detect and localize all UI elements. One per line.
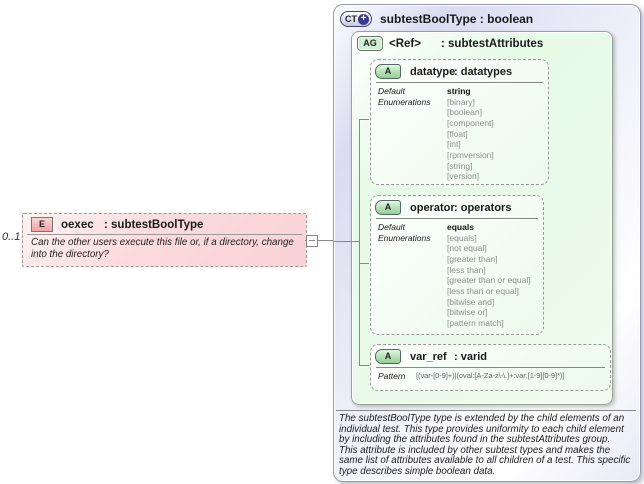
default-value: string bbox=[447, 86, 471, 96]
complextype-header: CT+ subtestBoolType : boolean bbox=[340, 11, 533, 27]
enum-item: [equals] bbox=[447, 232, 477, 243]
attribute-group-name: <Ref> bbox=[389, 37, 421, 50]
cardinality-label: 0..1 bbox=[2, 231, 21, 243]
pattern-label: Pattern bbox=[378, 371, 406, 381]
enum-item: [not equal] bbox=[447, 243, 487, 254]
enum-item: [pattern match] bbox=[447, 317, 504, 328]
element-badge-icon: E bbox=[31, 217, 53, 232]
tree-line bbox=[359, 263, 369, 264]
pattern-value: [(var-[0-9]+)|(oval:[A-Za-z\-\.]+:var:[1… bbox=[416, 371, 565, 380]
attribute-type: : operators bbox=[454, 201, 512, 214]
annotation-divider bbox=[336, 410, 636, 411]
attribute-group-badge-icon: AG bbox=[357, 36, 383, 51]
complextype-title: subtestBoolType : boolean bbox=[380, 12, 534, 26]
enum-item: [binary] bbox=[447, 96, 475, 107]
attribute-datatype-header: A datatype : datatypes bbox=[371, 60, 548, 79]
attribute-var-ref[interactable]: A var_ref : varid Pattern [(var-[0-9]+)|… bbox=[370, 344, 611, 391]
attribute-divider bbox=[376, 82, 543, 83]
attribute-group-header: AG <Ref> : subtestAttributes bbox=[352, 32, 612, 51]
enum-item: [less than] bbox=[447, 264, 486, 275]
attribute-divider bbox=[376, 367, 605, 368]
element-name: oexec bbox=[61, 218, 94, 231]
enumerations-label: Enumerations bbox=[378, 232, 431, 243]
default-label: Default bbox=[378, 86, 405, 96]
enumeration-values: [binary][boolean][component][float][int]… bbox=[447, 97, 544, 182]
collapse-handle[interactable] bbox=[306, 235, 318, 247]
tree-line bbox=[359, 119, 369, 120]
enum-item: [less than or equal] bbox=[447, 285, 519, 296]
tree-line bbox=[359, 119, 360, 366]
attribute-badge-icon: A bbox=[375, 64, 401, 79]
attribute-group-type: : subtestAttributes bbox=[441, 37, 544, 50]
enumerations-label: Enumerations bbox=[378, 96, 431, 107]
element-type: : subtestBoolType bbox=[104, 218, 204, 231]
attribute-varref-header: A var_ref : varid bbox=[371, 345, 610, 364]
enum-item: [rpmversion] bbox=[447, 149, 494, 160]
enum-item: [bitwise and] bbox=[447, 296, 495, 307]
attribute-datatype[interactable]: A datatype : datatypes Default string En… bbox=[370, 59, 549, 185]
expand-plus-icon[interactable]: + bbox=[358, 13, 369, 25]
attribute-type: : varid bbox=[454, 350, 488, 363]
enum-item: [bitwise or] bbox=[447, 307, 488, 318]
tree-line bbox=[359, 365, 369, 366]
minus-icon bbox=[309, 240, 315, 241]
attribute-operator-header: A operator : operators bbox=[371, 196, 543, 215]
default-value: equals bbox=[447, 222, 474, 232]
complextype-annotation: The subtestBoolType type is extended by … bbox=[339, 413, 631, 477]
enum-item: [component] bbox=[447, 117, 494, 128]
enumeration-values: [equals][not equal][greater than][less t… bbox=[447, 233, 539, 329]
enum-item: [greater than] bbox=[447, 253, 498, 264]
default-label: Default bbox=[378, 222, 405, 232]
enum-item: [greater than or equal] bbox=[447, 275, 531, 286]
complextype-badge[interactable]: CT+ bbox=[340, 11, 372, 27]
attribute-type: : datatypes bbox=[454, 65, 513, 78]
tree-line bbox=[334, 241, 359, 242]
attribute-operator[interactable]: A operator : operators Default equals En… bbox=[370, 195, 544, 335]
attribute-badge-icon: A bbox=[375, 200, 401, 215]
enum-item: [string] bbox=[447, 160, 473, 171]
attribute-badge-icon: A bbox=[375, 349, 401, 364]
enum-item: [float] bbox=[447, 128, 468, 139]
complextype-subtestbooltype[interactable]: CT+ subtestBoolType : boolean AG <Ref> :… bbox=[333, 4, 641, 482]
enum-item: [version] bbox=[447, 171, 480, 182]
element-annotation: Can the other users execute this file or… bbox=[31, 237, 294, 260]
connector-line bbox=[305, 240, 333, 241]
attribute-group-subtestattributes[interactable]: AG <Ref> : subtestAttributes A datatype … bbox=[351, 31, 613, 405]
enum-item: [int] bbox=[447, 139, 461, 150]
enum-item: [boolean] bbox=[447, 107, 482, 118]
element-divider bbox=[27, 234, 302, 235]
attribute-name: datatype bbox=[410, 65, 456, 78]
element-header: E oexec : subtestBoolType bbox=[23, 214, 306, 232]
attribute-name: operator bbox=[410, 201, 455, 214]
attribute-divider bbox=[376, 218, 538, 219]
attribute-name: var_ref bbox=[410, 350, 447, 363]
element-oexec[interactable]: E oexec : subtestBoolType Can the other … bbox=[22, 213, 307, 267]
ct-badge-label: CT bbox=[345, 14, 357, 24]
